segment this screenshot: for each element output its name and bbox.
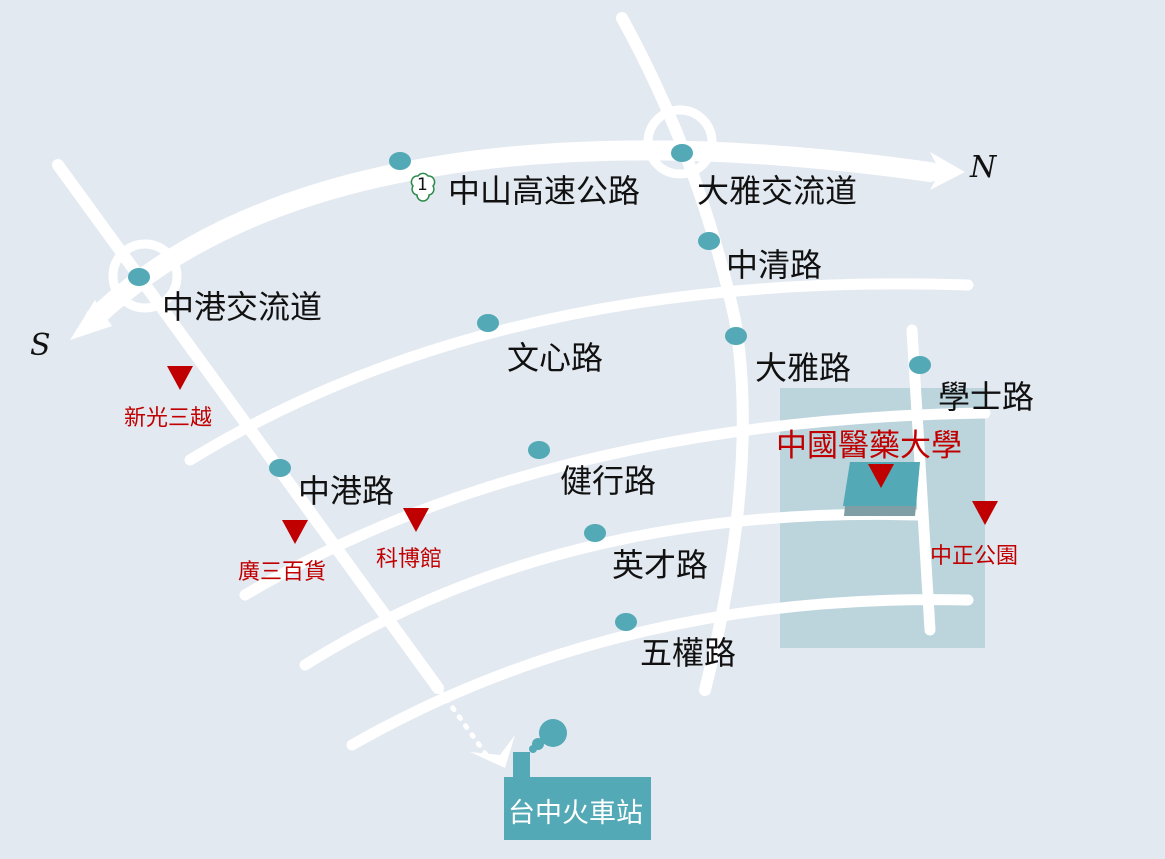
marker-zhonggangjiaoliu <box>128 268 150 286</box>
label-daya: 大雅路 <box>755 349 852 387</box>
road-zhonggang <box>52 159 444 694</box>
label-wuquan: 五權路 <box>640 634 737 672</box>
highway-number: 1 <box>417 175 428 195</box>
label-station: 台中火車站 <box>508 798 643 829</box>
north-label: N <box>970 150 997 185</box>
label-yingcai: 英才路 <box>612 546 709 584</box>
marker-wenxin <box>477 314 499 332</box>
marker-zhongqing <box>698 232 720 250</box>
road-wenxin <box>184 278 974 466</box>
road-xueshi <box>906 324 936 636</box>
road-daya <box>616 12 749 696</box>
marker-yingcai <box>584 524 606 542</box>
marker-daya <box>725 327 747 345</box>
dotted-path-to-station <box>437 687 493 763</box>
road-yingcai <box>299 508 924 671</box>
roundabout-zhonggang <box>108 239 182 313</box>
pin-park-icon <box>972 501 998 525</box>
pin-guangsan-icon <box>282 520 308 544</box>
label-guangsan: 廣三百貨 <box>238 560 327 585</box>
label-xueshi: 學士路 <box>938 378 1035 416</box>
marker-xueshi <box>909 356 931 374</box>
label-zhonggangjiaoliu: 中港交流道 <box>162 288 323 326</box>
south-label: S <box>30 328 51 363</box>
label-zhonggang: 中港路 <box>298 472 395 510</box>
pin-shinkong-icon <box>167 366 193 390</box>
pin-university-icon <box>868 464 894 488</box>
label-shinkong: 新光三越 <box>124 406 213 431</box>
south-arrow-icon <box>70 300 112 340</box>
north-arrow-icon <box>930 152 965 190</box>
label-zhongqing: 中清路 <box>726 246 823 284</box>
label-wenxin: 文心路 <box>507 339 604 377</box>
label-highway: 中山高速公路 <box>448 172 641 210</box>
station-arrow-icon <box>470 735 515 768</box>
building-shadow <box>844 506 916 516</box>
label-university: 中國醫藥大學 <box>776 428 962 464</box>
roundabout-daya <box>643 105 717 179</box>
label-jianxing: 健行路 <box>560 462 657 500</box>
marker-zhonggang <box>269 459 291 477</box>
label-museum: 科博館 <box>376 547 443 572</box>
train-station-icon <box>504 719 651 840</box>
pin-museum-icon <box>403 508 429 532</box>
road-wuquan <box>346 594 974 751</box>
highway-shield-icon <box>410 172 436 202</box>
marker-jianxing <box>528 441 550 459</box>
marker-wuquan <box>615 613 637 631</box>
marker-highway <box>389 152 411 170</box>
marker-dayajiaoliu <box>671 144 693 162</box>
label-park: 中正公園 <box>930 544 1019 569</box>
label-dayajiaoliu: 大雅交流道 <box>697 172 858 210</box>
